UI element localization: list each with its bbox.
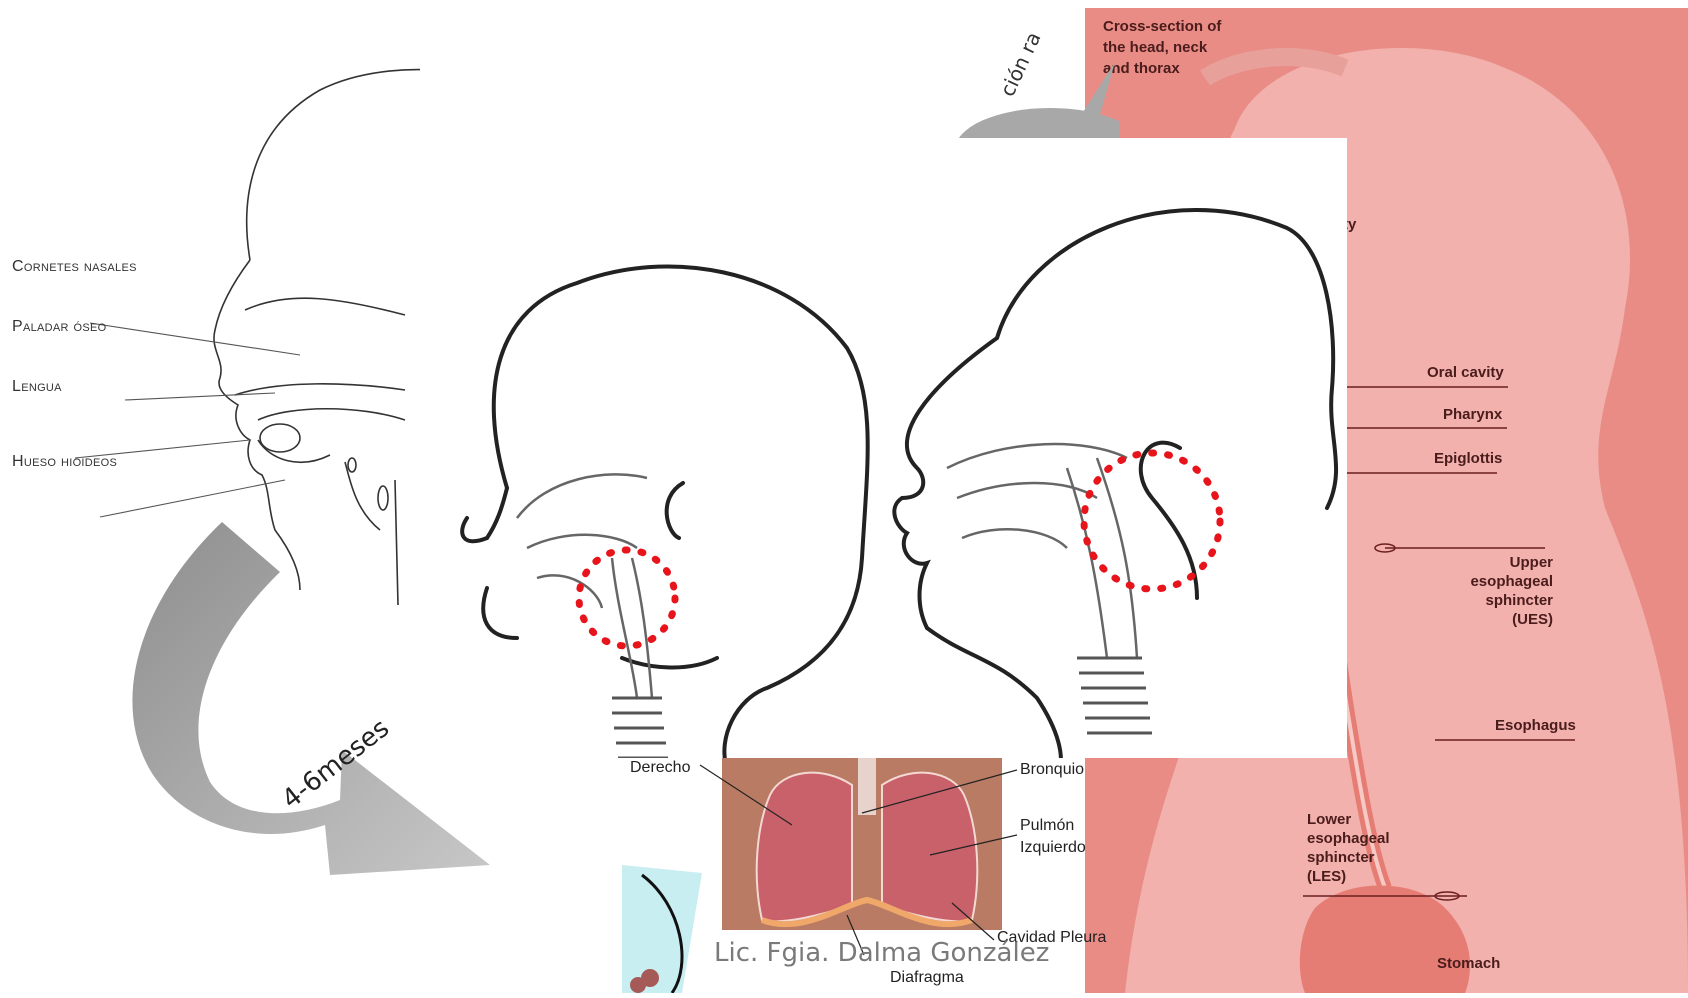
infant-adult-comparison — [407, 138, 1347, 758]
ues-label-line: esophageal — [1445, 572, 1553, 591]
les-label-line: sphincter — [1307, 848, 1390, 867]
les-label-line: Lower — [1307, 810, 1390, 829]
epiglottis-label: Epiglottis — [1434, 450, 1502, 467]
footer-author: Lic. Fgia. Dalma González — [714, 938, 1049, 968]
ues-label: Upper esophageal sphincter (UES) — [1445, 553, 1553, 629]
nasal-turbinates-label: Cornetes nasales — [12, 258, 137, 276]
curved-arrow-shape — [120, 520, 500, 880]
diaphragm-label: Diafragma — [890, 969, 964, 987]
adult-larynx-highlight — [1084, 453, 1220, 589]
digestive-title-line: and thorax — [1103, 58, 1243, 79]
callout-bubble: ción ra — [950, 60, 1120, 150]
bronchus-label: Bronquio — [1020, 761, 1084, 779]
hyoid-bone-label: Hueso hioideos — [12, 453, 117, 471]
right-lung-label: Derecho — [630, 759, 690, 777]
les-label-line: (LES) — [1307, 867, 1390, 886]
digestive-title: Cross-section of the head, neck and thor… — [1103, 16, 1243, 79]
les-label-line: esophageal — [1307, 829, 1390, 848]
oral-cavity-label: Oral cavity — [1427, 364, 1504, 381]
pharynx-label: Pharynx — [1443, 406, 1502, 423]
hard-palate-label: Paladar óseo — [12, 318, 107, 336]
left-lung-label-line: Izquierdo — [1020, 837, 1086, 859]
les-label: Lower esophageal sphincter (LES) — [1307, 810, 1390, 886]
left-lung-label: Pulmón Izquierdo — [1020, 815, 1086, 859]
callout-shape — [950, 60, 1120, 150]
curved-arrow: 4-6meses — [120, 520, 500, 880]
infant-larynx-highlight — [579, 550, 675, 646]
ues-label-line: (UES) — [1445, 610, 1553, 629]
stomach-label: Stomach — [1437, 955, 1500, 972]
highlight-circles — [407, 138, 1347, 758]
digestive-title-line: the head, neck — [1103, 37, 1243, 58]
ues-label-line: Upper — [1445, 553, 1553, 572]
ues-label-line: sphincter — [1445, 591, 1553, 610]
tongue-label: Lengua — [12, 378, 62, 396]
digestive-title-line: Cross-section of — [1103, 16, 1243, 37]
left-lung-label-line: Pulmón — [1020, 815, 1086, 837]
esophagus-label: Esophagus — [1495, 717, 1576, 734]
